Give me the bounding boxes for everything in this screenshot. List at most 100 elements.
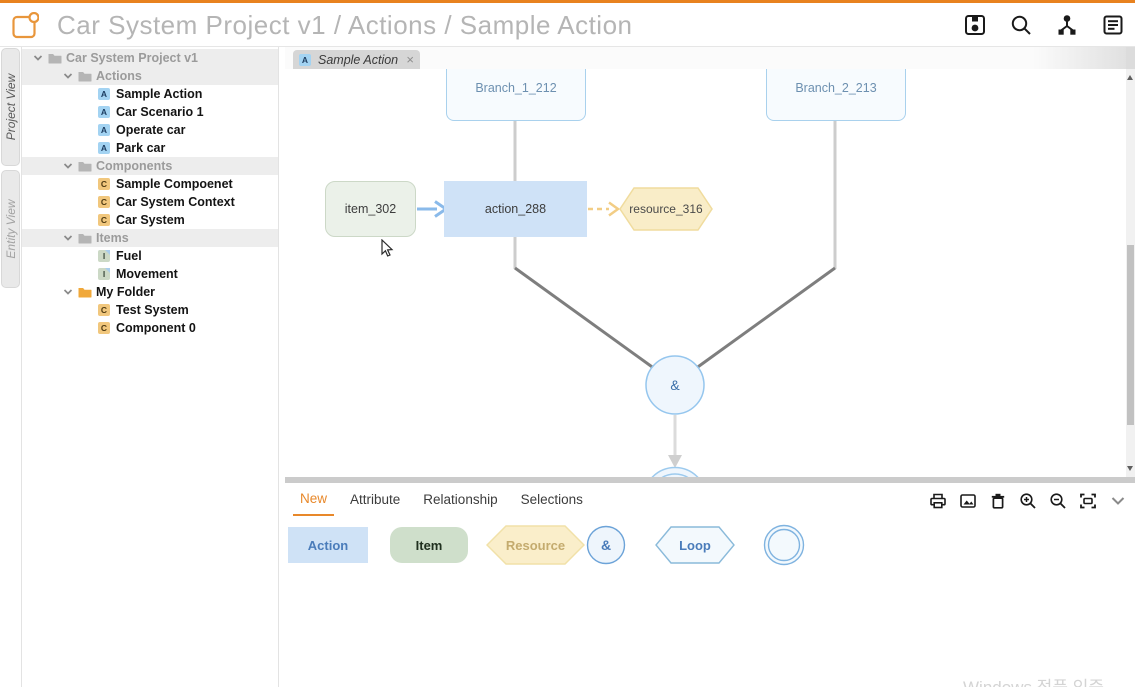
component-type-icon: C — [98, 214, 110, 226]
print-icon[interactable] — [929, 492, 947, 510]
list-icon[interactable] — [1101, 13, 1125, 37]
tree-item-component-0[interactable]: C Component 0 — [22, 319, 278, 337]
delete-icon[interactable] — [989, 492, 1007, 510]
search-icon[interactable] — [1009, 13, 1033, 37]
item-type-icon: I — [98, 250, 110, 262]
node-resource-316[interactable]: resource_316 — [620, 188, 712, 230]
horizontal-splitter[interactable] — [285, 477, 1135, 483]
scroll-down-arrow-icon[interactable] — [1127, 466, 1133, 471]
zoom-in-icon[interactable] — [1019, 492, 1037, 510]
tab-entity-view-label: Entity View — [3, 199, 18, 259]
tab-new[interactable]: New — [293, 483, 335, 516]
chevron-down-icon[interactable] — [33, 54, 43, 62]
breadcrumb-title: Car System Project v1 / Actions / Sample… — [57, 10, 633, 40]
tree-item-label: Operate car — [116, 123, 186, 137]
folder-icon — [78, 161, 92, 171]
tree-item-label: Test System — [116, 303, 189, 317]
chevron-down-icon[interactable] — [63, 288, 73, 296]
tree-item-car-system-context[interactable]: C Car System Context — [22, 193, 278, 211]
tree-item-park-car[interactable]: A Park car — [22, 139, 278, 157]
node-action-288[interactable]: action_288 — [444, 181, 587, 237]
tab-selections[interactable]: Selections — [520, 492, 583, 507]
app-header: Car System Project v1 / Actions / Sample… — [0, 0, 1135, 47]
tree-item-label: Actions — [96, 69, 142, 83]
palette-and-gate-shape[interactable]: & — [586, 525, 626, 565]
palette-shape-label: Loop — [679, 537, 711, 553]
palette-loop-shape[interactable]: Loop — [655, 526, 735, 564]
tree-item-label: Component 0 — [116, 321, 196, 335]
palette-shape-label: Resource — [505, 537, 566, 553]
tab-attribute[interactable]: Attribute — [350, 492, 401, 507]
node-label: resource_316 — [629, 202, 703, 216]
action-type-icon: A — [98, 106, 110, 118]
tree-item-label: Items — [96, 231, 129, 245]
folder-icon — [78, 233, 92, 243]
node-label: & — [670, 377, 680, 393]
palette-end-node-shape[interactable] — [763, 524, 805, 566]
action-type-icon: A — [98, 142, 110, 154]
palette-tab-bar: New Attribute Relationship Selections — [293, 483, 599, 516]
component-type-icon: C — [98, 304, 110, 316]
vertical-scrollbar[interactable] — [1126, 69, 1135, 477]
tree-item-movement[interactable]: I Movement — [22, 265, 278, 283]
tree-item-label: Sample Compoenet — [116, 177, 233, 191]
component-type-icon: C — [98, 322, 110, 334]
tree-item-label: Park car — [116, 141, 166, 155]
tree-item-label: Car System — [116, 213, 185, 227]
tree-item-car-system[interactable]: C Car System — [22, 211, 278, 229]
chevron-down-icon[interactable] — [63, 72, 73, 80]
hexagon-shape — [486, 525, 585, 565]
node-branch-1[interactable]: Branch_1_212 — [446, 69, 586, 121]
scrollbar-thumb[interactable] — [1127, 245, 1134, 425]
chevron-down-icon[interactable] — [63, 162, 73, 170]
node-item-302[interactable]: item_302 — [325, 181, 416, 237]
palette-item-shape[interactable]: Item — [390, 527, 468, 563]
tree-item-label: Sample Action — [116, 87, 203, 101]
tab-project-view[interactable]: Project View — [1, 48, 20, 166]
header-toolbar — [963, 13, 1125, 37]
tab-sample-action-diagram[interactable]: A Sample Action × — [293, 50, 420, 69]
fit-screen-icon[interactable] — [1079, 492, 1097, 510]
action-type-icon: A — [98, 124, 110, 136]
save-icon[interactable] — [963, 13, 987, 37]
chevron-down-icon[interactable] — [63, 234, 73, 242]
tree-item-my-folder[interactable]: My Folder — [22, 283, 278, 301]
tab-project-view-label: Project View — [3, 73, 18, 141]
diagram-tab-label: Sample Action — [318, 52, 399, 67]
tree-item-car-scenario-1[interactable]: A Car Scenario 1 — [22, 103, 278, 121]
node-label: action_288 — [484, 202, 547, 216]
tree-item-project-root[interactable]: Car System Project v1 — [22, 49, 278, 67]
diagram-canvas[interactable]: Branch_1_212 Branch_2_213 item_302 actio… — [285, 69, 1126, 477]
scroll-up-arrow-icon[interactable] — [1127, 75, 1133, 80]
close-icon[interactable]: × — [406, 52, 414, 67]
app-logo-icon[interactable] — [11, 12, 39, 40]
project-tree-panel: Car System Project v1 Actions A Sample A… — [21, 47, 279, 687]
palette-action-shape[interactable]: Action — [288, 527, 368, 563]
tree-item-actions-folder[interactable]: Actions — [22, 67, 278, 85]
palette-resource-shape[interactable]: Resource — [486, 525, 585, 565]
tab-entity-view[interactable]: Entity View — [1, 170, 20, 288]
tree-item-label: Movement — [116, 267, 178, 281]
tree-item-sample-compoenet[interactable]: C Sample Compoenet — [22, 175, 278, 193]
node-and-gate[interactable]: & — [660, 372, 690, 398]
tab-relationship[interactable]: Relationship — [423, 492, 498, 507]
tree-item-operate-car[interactable]: A Operate car — [22, 121, 278, 139]
zoom-out-icon[interactable] — [1049, 492, 1067, 510]
tree-item-fuel[interactable]: I Fuel — [22, 247, 278, 265]
node-branch-2[interactable]: Branch_2_213 — [766, 69, 906, 121]
palette-panel: New Attribute Relationship Selections — [285, 483, 1135, 687]
tree-item-components-folder[interactable]: Components — [22, 157, 278, 175]
shape-palette: Action Item Resource & Lo — [285, 523, 1135, 573]
tree-item-label: Car Scenario 1 — [116, 105, 204, 119]
hexagon-shape — [655, 526, 735, 564]
image-icon[interactable] — [959, 492, 977, 510]
palette-shape-label: Action — [307, 537, 349, 553]
collapse-panel-icon[interactable] — [1109, 492, 1127, 510]
model-tree-icon[interactable] — [1055, 13, 1079, 37]
tree-item-test-system[interactable]: C Test System — [22, 301, 278, 319]
tree-item-sample-action[interactable]: A Sample Action — [22, 85, 278, 103]
action-type-icon: A — [299, 53, 311, 66]
tree-item-items-folder[interactable]: Items — [22, 229, 278, 247]
tree-item-label: Components — [96, 159, 173, 173]
